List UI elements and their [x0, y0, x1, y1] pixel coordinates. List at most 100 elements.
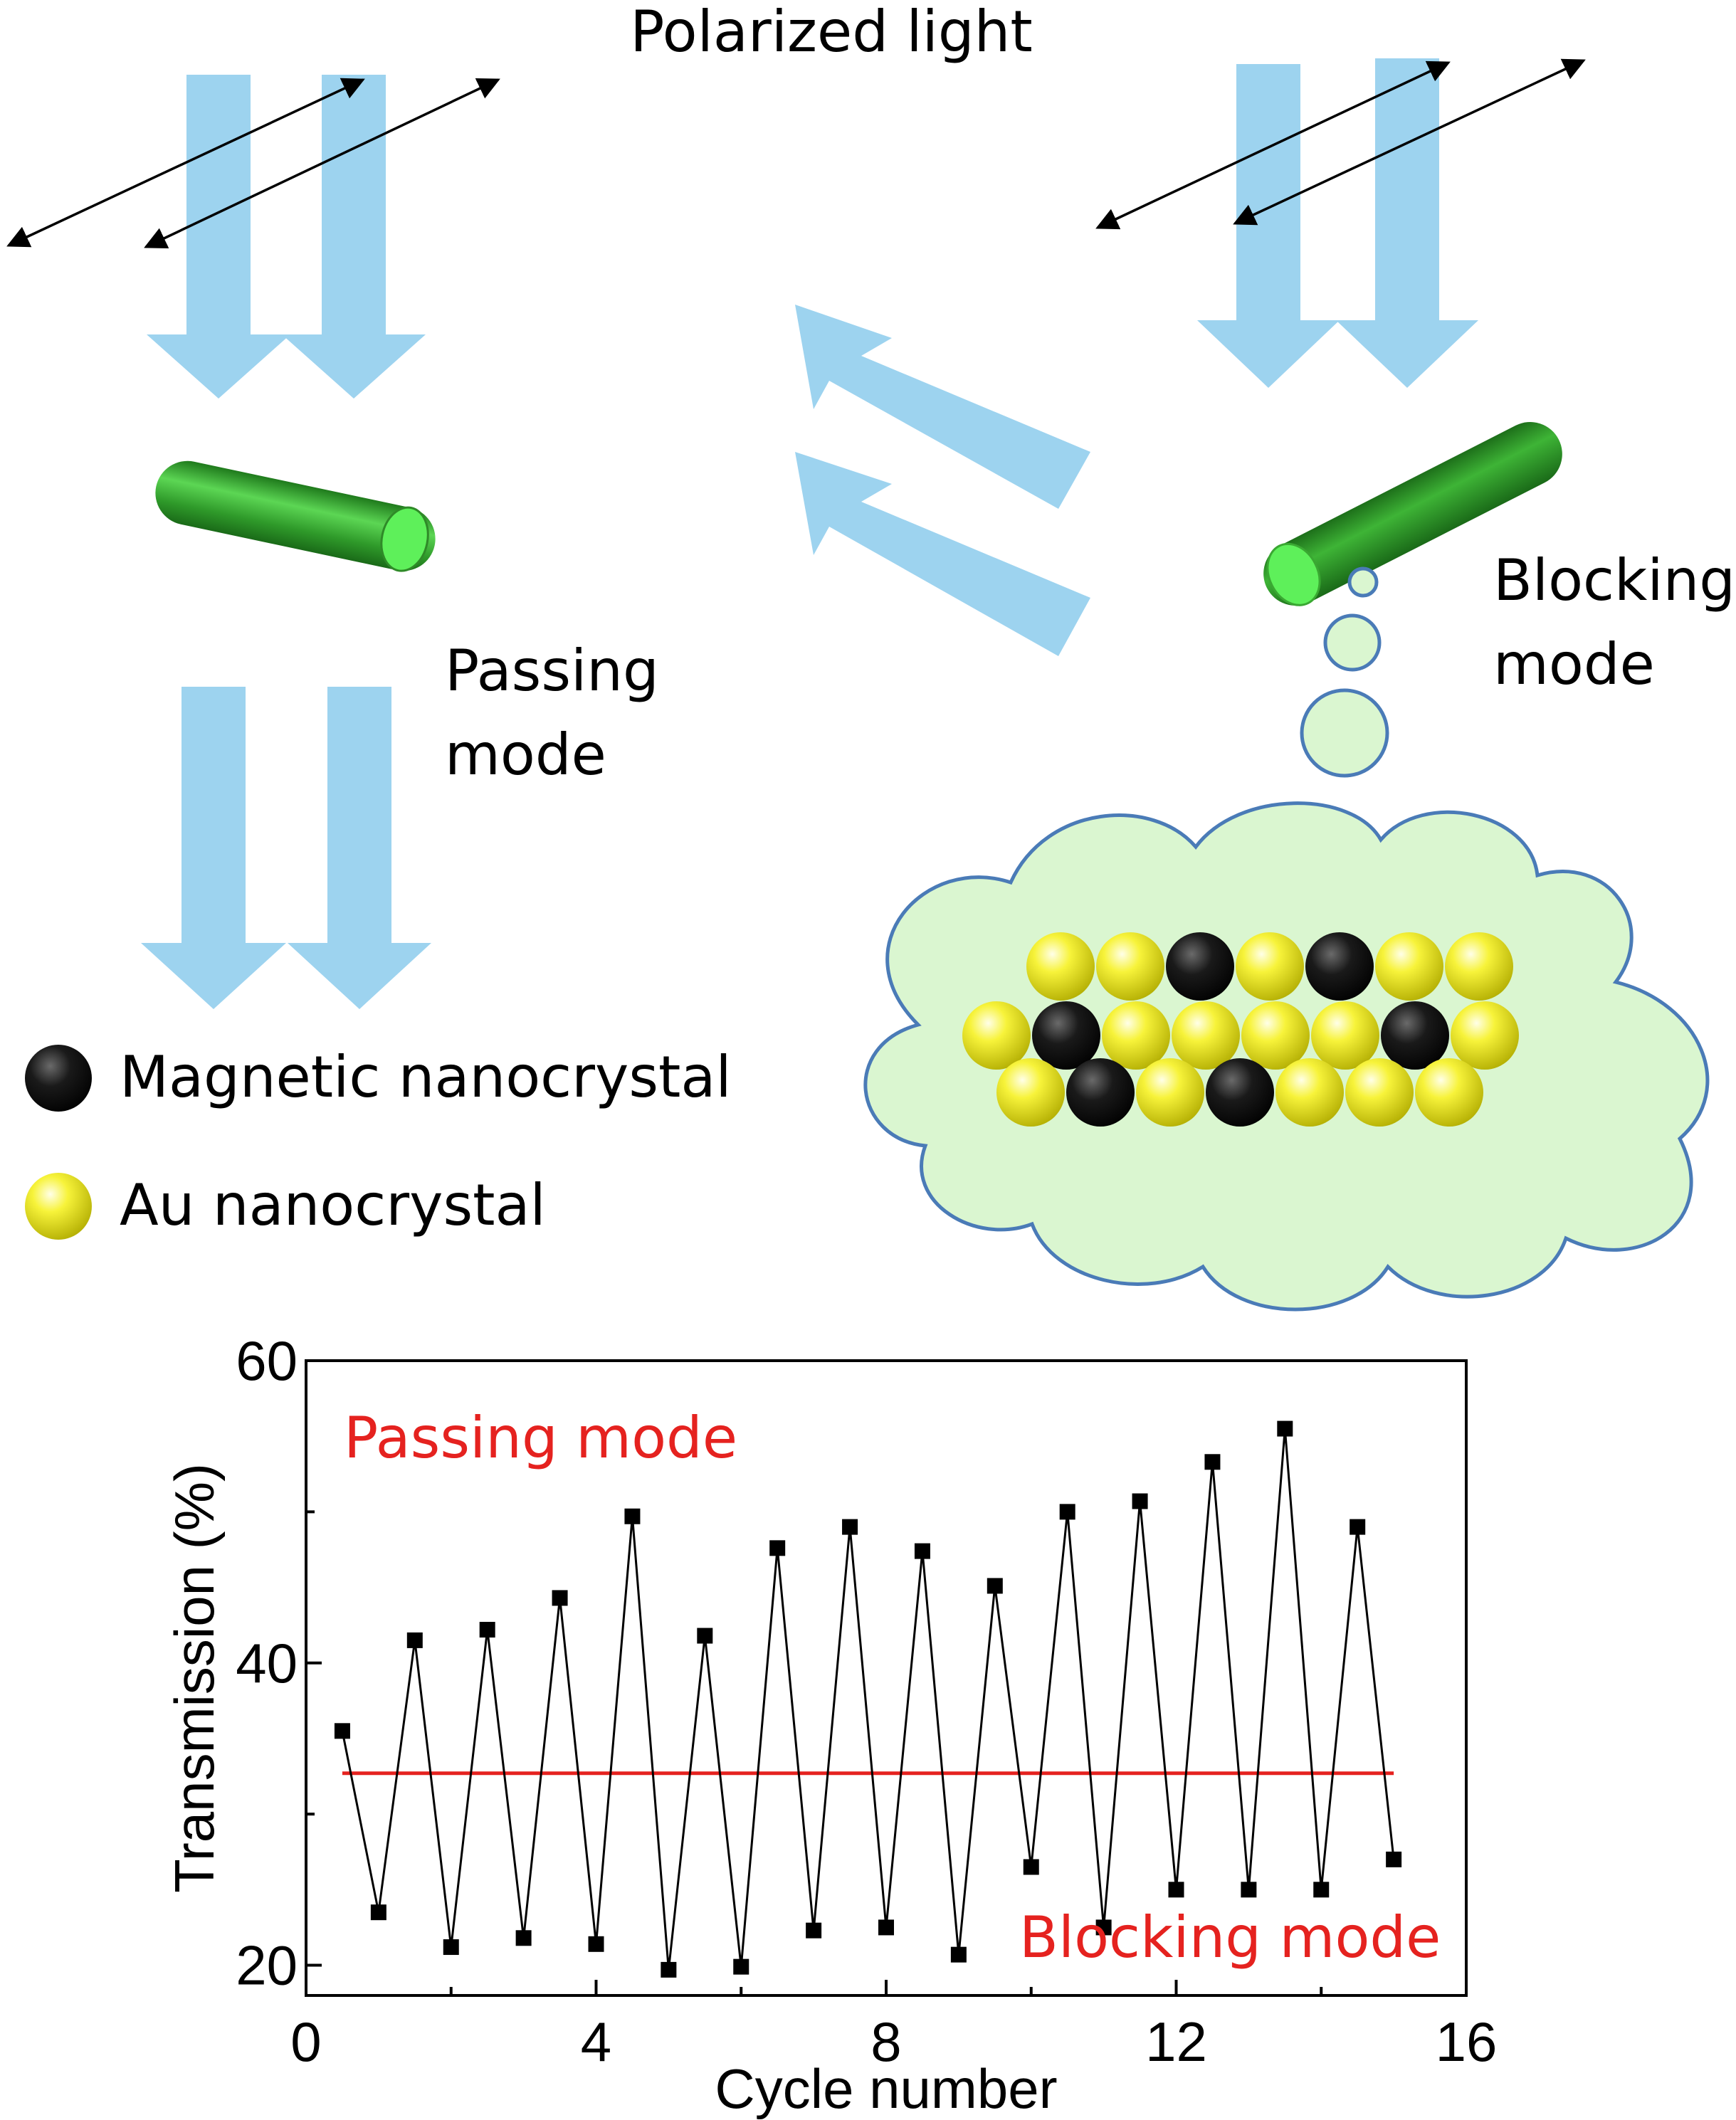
data-point [950, 1946, 967, 1963]
switching-arrows [795, 305, 1090, 656]
data-point [1204, 1454, 1221, 1470]
y-tick-label: 20 [236, 1934, 298, 1997]
switch-arrow [795, 305, 1090, 509]
data-point [370, 1904, 386, 1921]
data-point [806, 1922, 822, 1939]
magnetic-nanocrystal [1066, 1058, 1135, 1127]
x-tick-label: 8 [870, 2010, 901, 2073]
data-point [1023, 1859, 1039, 1875]
polarization-arrow [1233, 58, 1586, 226]
thought-bubble [1323, 613, 1382, 672]
y-tick-label: 60 [236, 1329, 298, 1392]
passing-mode-line1: Passing [445, 638, 659, 704]
data-point [769, 1540, 786, 1556]
data-point [987, 1578, 1003, 1594]
au-nanocrystal [1415, 1058, 1483, 1127]
light-arrow-down [288, 687, 431, 1009]
transmitted-light-left [141, 687, 431, 1009]
magnetic-nanocrystal [1032, 1001, 1100, 1070]
data-point [697, 1628, 713, 1644]
data-point [515, 1930, 532, 1946]
au-nanocrystal [1445, 932, 1513, 1001]
y-tick-label: 40 [236, 1632, 298, 1694]
thought-bubble [1300, 688, 1389, 778]
switch-arrow [795, 452, 1090, 656]
au-nanocrystal [1136, 1058, 1204, 1127]
au-nanocrystal [1102, 1001, 1170, 1070]
thought-bubble [1347, 566, 1379, 598]
au-nanocrystal [1096, 932, 1164, 1001]
data-point [914, 1543, 930, 1559]
nanorod-passing [155, 460, 436, 572]
x-axis-label: Cycle number [715, 2057, 1057, 2120]
magnetic-nanocrystal [1206, 1058, 1274, 1127]
au-nanocrystal [1172, 1001, 1240, 1070]
au-nanocrystal-swatch [25, 1173, 92, 1240]
data-point [588, 1936, 604, 1952]
x-tick-label: 4 [581, 2010, 611, 2073]
blocking-mode-label: Blocking mode [1493, 547, 1736, 697]
au-nanocrystal [1375, 932, 1443, 1001]
polarization-arrow [6, 78, 365, 248]
data-point [878, 1919, 894, 1936]
nanocrystal-cluster [962, 932, 1519, 1127]
series-line [341, 1428, 1395, 1971]
magnetic-nanocrystal [1305, 932, 1374, 1001]
blocking-mode-line2: mode [1493, 631, 1655, 697]
data-point [1059, 1504, 1075, 1520]
magnetic-nanocrystal [1381, 1001, 1449, 1070]
au-nanocrystal [1451, 1001, 1519, 1070]
polarization-arrows-right [1095, 58, 1586, 230]
data-point [334, 1723, 350, 1739]
data-point [479, 1622, 495, 1638]
data-point [552, 1590, 568, 1606]
x-tick-label: 16 [1436, 2010, 1498, 2073]
au-nanocrystal [962, 1001, 1031, 1070]
data-point [1132, 1493, 1148, 1509]
data-point [733, 1958, 749, 1975]
light-arrow-down [141, 687, 286, 1009]
polarization-arrows-left [6, 78, 500, 249]
legend-item-au: Au nanocrystal [25, 1172, 546, 1240]
data-point [842, 1519, 858, 1535]
schematic: Polarized light Passing mode [6, 0, 1736, 1312]
legend-item-magnetic: Magnetic nanocrystal [25, 1044, 732, 1112]
au-nanocrystal [1026, 932, 1095, 1001]
series-markers [334, 1420, 1402, 1978]
legend: Magnetic nanocrystal Au nanocrystal [25, 1044, 732, 1240]
light-arrow-down [1197, 64, 1340, 388]
data-point [1386, 1851, 1402, 1867]
au-nanocrystal [996, 1058, 1065, 1127]
au-nanocrystal [1345, 1058, 1414, 1127]
incident-light-right [1197, 58, 1478, 388]
light-arrow-down [1336, 58, 1478, 388]
data-point [1350, 1519, 1366, 1535]
y-axis-label: Transmission (%) [163, 1463, 226, 1893]
magnetic-nanocrystal [1166, 932, 1234, 1001]
x-tick-label: 0 [290, 2010, 321, 2073]
passing-mode-line2: mode [445, 722, 606, 788]
data-point [661, 1961, 677, 1978]
polarized-light-label: Polarized light [630, 0, 1032, 65]
data-point [1277, 1420, 1293, 1437]
y-axis: 20 40 60 [236, 1329, 322, 1997]
annotation-passing-mode: Passing mode [344, 1405, 737, 1471]
data-point [1313, 1882, 1330, 1898]
legend-label-magnetic: Magnetic nanocrystal [120, 1044, 732, 1110]
au-nanocrystal [1236, 932, 1304, 1001]
data-point [443, 1939, 459, 1956]
blocking-mode-line1: Blocking [1493, 547, 1735, 613]
polarization-arrow [144, 78, 500, 249]
au-nanocrystal [1311, 1001, 1379, 1070]
au-nanocrystal [1275, 1058, 1344, 1127]
data-point [1241, 1882, 1257, 1898]
data-point [624, 1508, 641, 1524]
legend-label-au: Au nanocrystal [120, 1172, 546, 1238]
magnetic-nanocrystal-swatch [25, 1045, 92, 1112]
annotation-blocking-mode: Blocking mode [1019, 1904, 1441, 1971]
nanorod-blocking [1263, 422, 1562, 606]
data-point [406, 1632, 423, 1648]
